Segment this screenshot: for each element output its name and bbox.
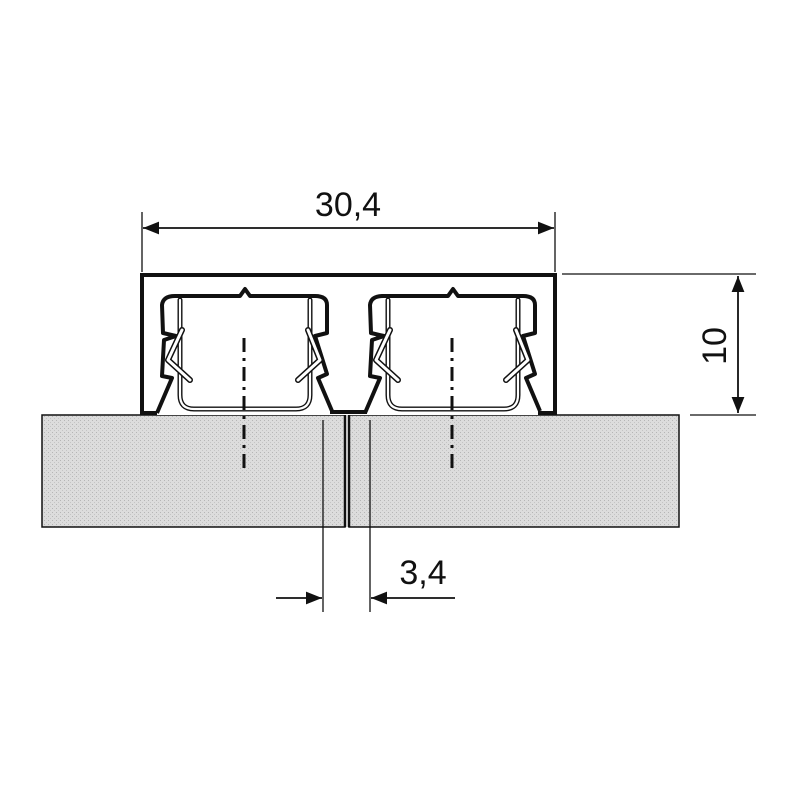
gap-label: 3,4 bbox=[399, 554, 446, 592]
width-dimension bbox=[141, 212, 556, 272]
right-panel bbox=[348, 414, 680, 528]
double-track-profile bbox=[140, 273, 557, 472]
height-label: 10 bbox=[696, 327, 734, 365]
width-label: 30,4 bbox=[315, 186, 381, 224]
gap-dimension bbox=[276, 420, 455, 612]
left-panel bbox=[41, 414, 346, 528]
height-dimension bbox=[562, 273, 756, 416]
